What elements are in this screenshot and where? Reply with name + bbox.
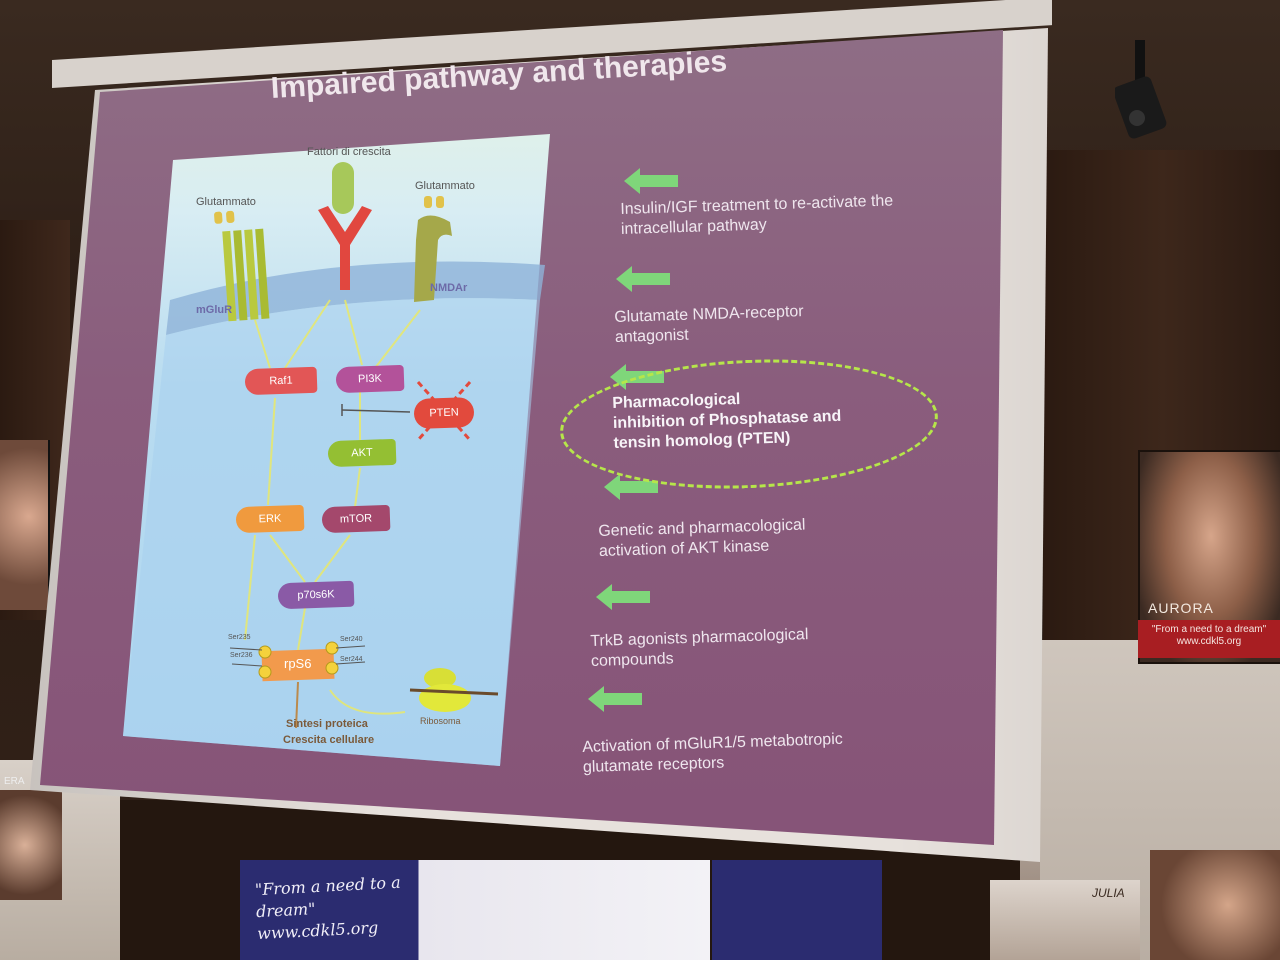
therapy-arrow-5 — [596, 582, 650, 612]
protein-pten: PTEN — [413, 396, 475, 430]
protein-p70s6k: p70s6K — [277, 580, 355, 610]
mglur-receptor-icon — [214, 210, 270, 322]
julia-name: JULIA — [1092, 886, 1125, 900]
label-glutamate-right: Glutammato — [415, 180, 475, 192]
left-arrow-icon — [604, 474, 658, 500]
left-arrow-icon — [624, 168, 678, 194]
label-cell-growth: Crescita cellulare — [283, 734, 375, 746]
cdkl5-poster-right — [712, 860, 882, 960]
erk-label: ERK — [258, 512, 282, 526]
raf1-label: Raf1 — [269, 374, 293, 388]
rps6-block — [261, 648, 335, 682]
therapy-arrow-3 — [610, 362, 664, 392]
label-rps6: rpS6 — [284, 656, 312, 671]
label-protein-synthesis: Sintesi proteica — [286, 718, 368, 730]
label-nmda: NMDAr — [430, 282, 468, 294]
label-ser235: Ser235 — [228, 634, 251, 641]
protein-akt: AKT — [327, 438, 397, 468]
camera-icon — [1115, 40, 1167, 139]
nmda-receptor-icon — [414, 196, 452, 302]
left-arrow-icon — [610, 364, 664, 390]
therapy-5: TrkB agonists pharmacological compounds — [590, 625, 809, 672]
protein-raf1: Raf1 — [244, 366, 318, 396]
therapy-3: Pharmacological inhibition of Phosphatas… — [612, 387, 842, 454]
label-ser244: Ser244 — [340, 656, 363, 663]
left-arrow-icon — [588, 686, 642, 712]
label-ser236: Ser236 — [230, 652, 253, 659]
growth-factor-receptor-icon — [318, 162, 372, 290]
protein-pi3k: PI3K — [335, 364, 405, 394]
therapy-2: Glutamate NMDA-receptor antagonist — [614, 302, 805, 348]
pathway-arrows — [244, 299, 421, 715]
therapy-1: Insulin/IGF treatment to re-activate the… — [620, 191, 894, 240]
therapy-6: Activation of mGluR1/5 metabotropic glut… — [582, 730, 844, 778]
aurora-banner: "From a need to a dream" www.cdkl5.org — [1138, 620, 1280, 658]
child-photo-left — [0, 440, 50, 610]
mtor-label: mTOR — [339, 512, 373, 526]
pten-cross-icon — [416, 380, 472, 442]
label-ser240: Ser240 — [340, 636, 363, 643]
label-ribosome: Ribosoma — [420, 716, 461, 726]
left-arrow-icon — [616, 266, 670, 292]
protein-mtor: mTOR — [321, 504, 391, 534]
left-arrow-icon — [596, 584, 650, 610]
therapy-4: Genetic and pharmacological activation o… — [598, 515, 806, 561]
akt-label: AKT — [351, 446, 373, 460]
pten-label: PTEN — [429, 406, 459, 420]
child-photo-bottom-right — [1150, 850, 1280, 960]
therapy-arrow-2 — [616, 264, 670, 294]
label-mglur: mGluR — [196, 304, 233, 316]
julia-photo — [990, 880, 1140, 960]
p70s6k-label: p70s6K — [297, 588, 335, 602]
label-glutamate-left: Glutammato — [196, 196, 256, 208]
aurora-name: AURORA — [1148, 600, 1214, 616]
therapy-arrow-6 — [588, 684, 642, 714]
aurora-url: www.cdkl5.org — [1176, 636, 1242, 647]
child-photo-left-lower — [0, 790, 62, 900]
left-poster-label: ERA — [4, 776, 25, 787]
pi3k-label: PI3K — [357, 372, 383, 386]
protein-erk: ERK — [235, 504, 305, 534]
aurora-tagline: "From a need to a dream" — [1151, 624, 1267, 635]
ribosome-icon — [409, 668, 499, 712]
therapy-arrow-1 — [624, 166, 678, 196]
phospho-sites — [258, 641, 339, 679]
pten-inhibition-line — [341, 409, 411, 413]
therapy-arrow-4 — [604, 472, 658, 502]
cdkl5-poster — [240, 860, 710, 960]
label-growth-factors: Fattori di crescita — [307, 146, 391, 158]
